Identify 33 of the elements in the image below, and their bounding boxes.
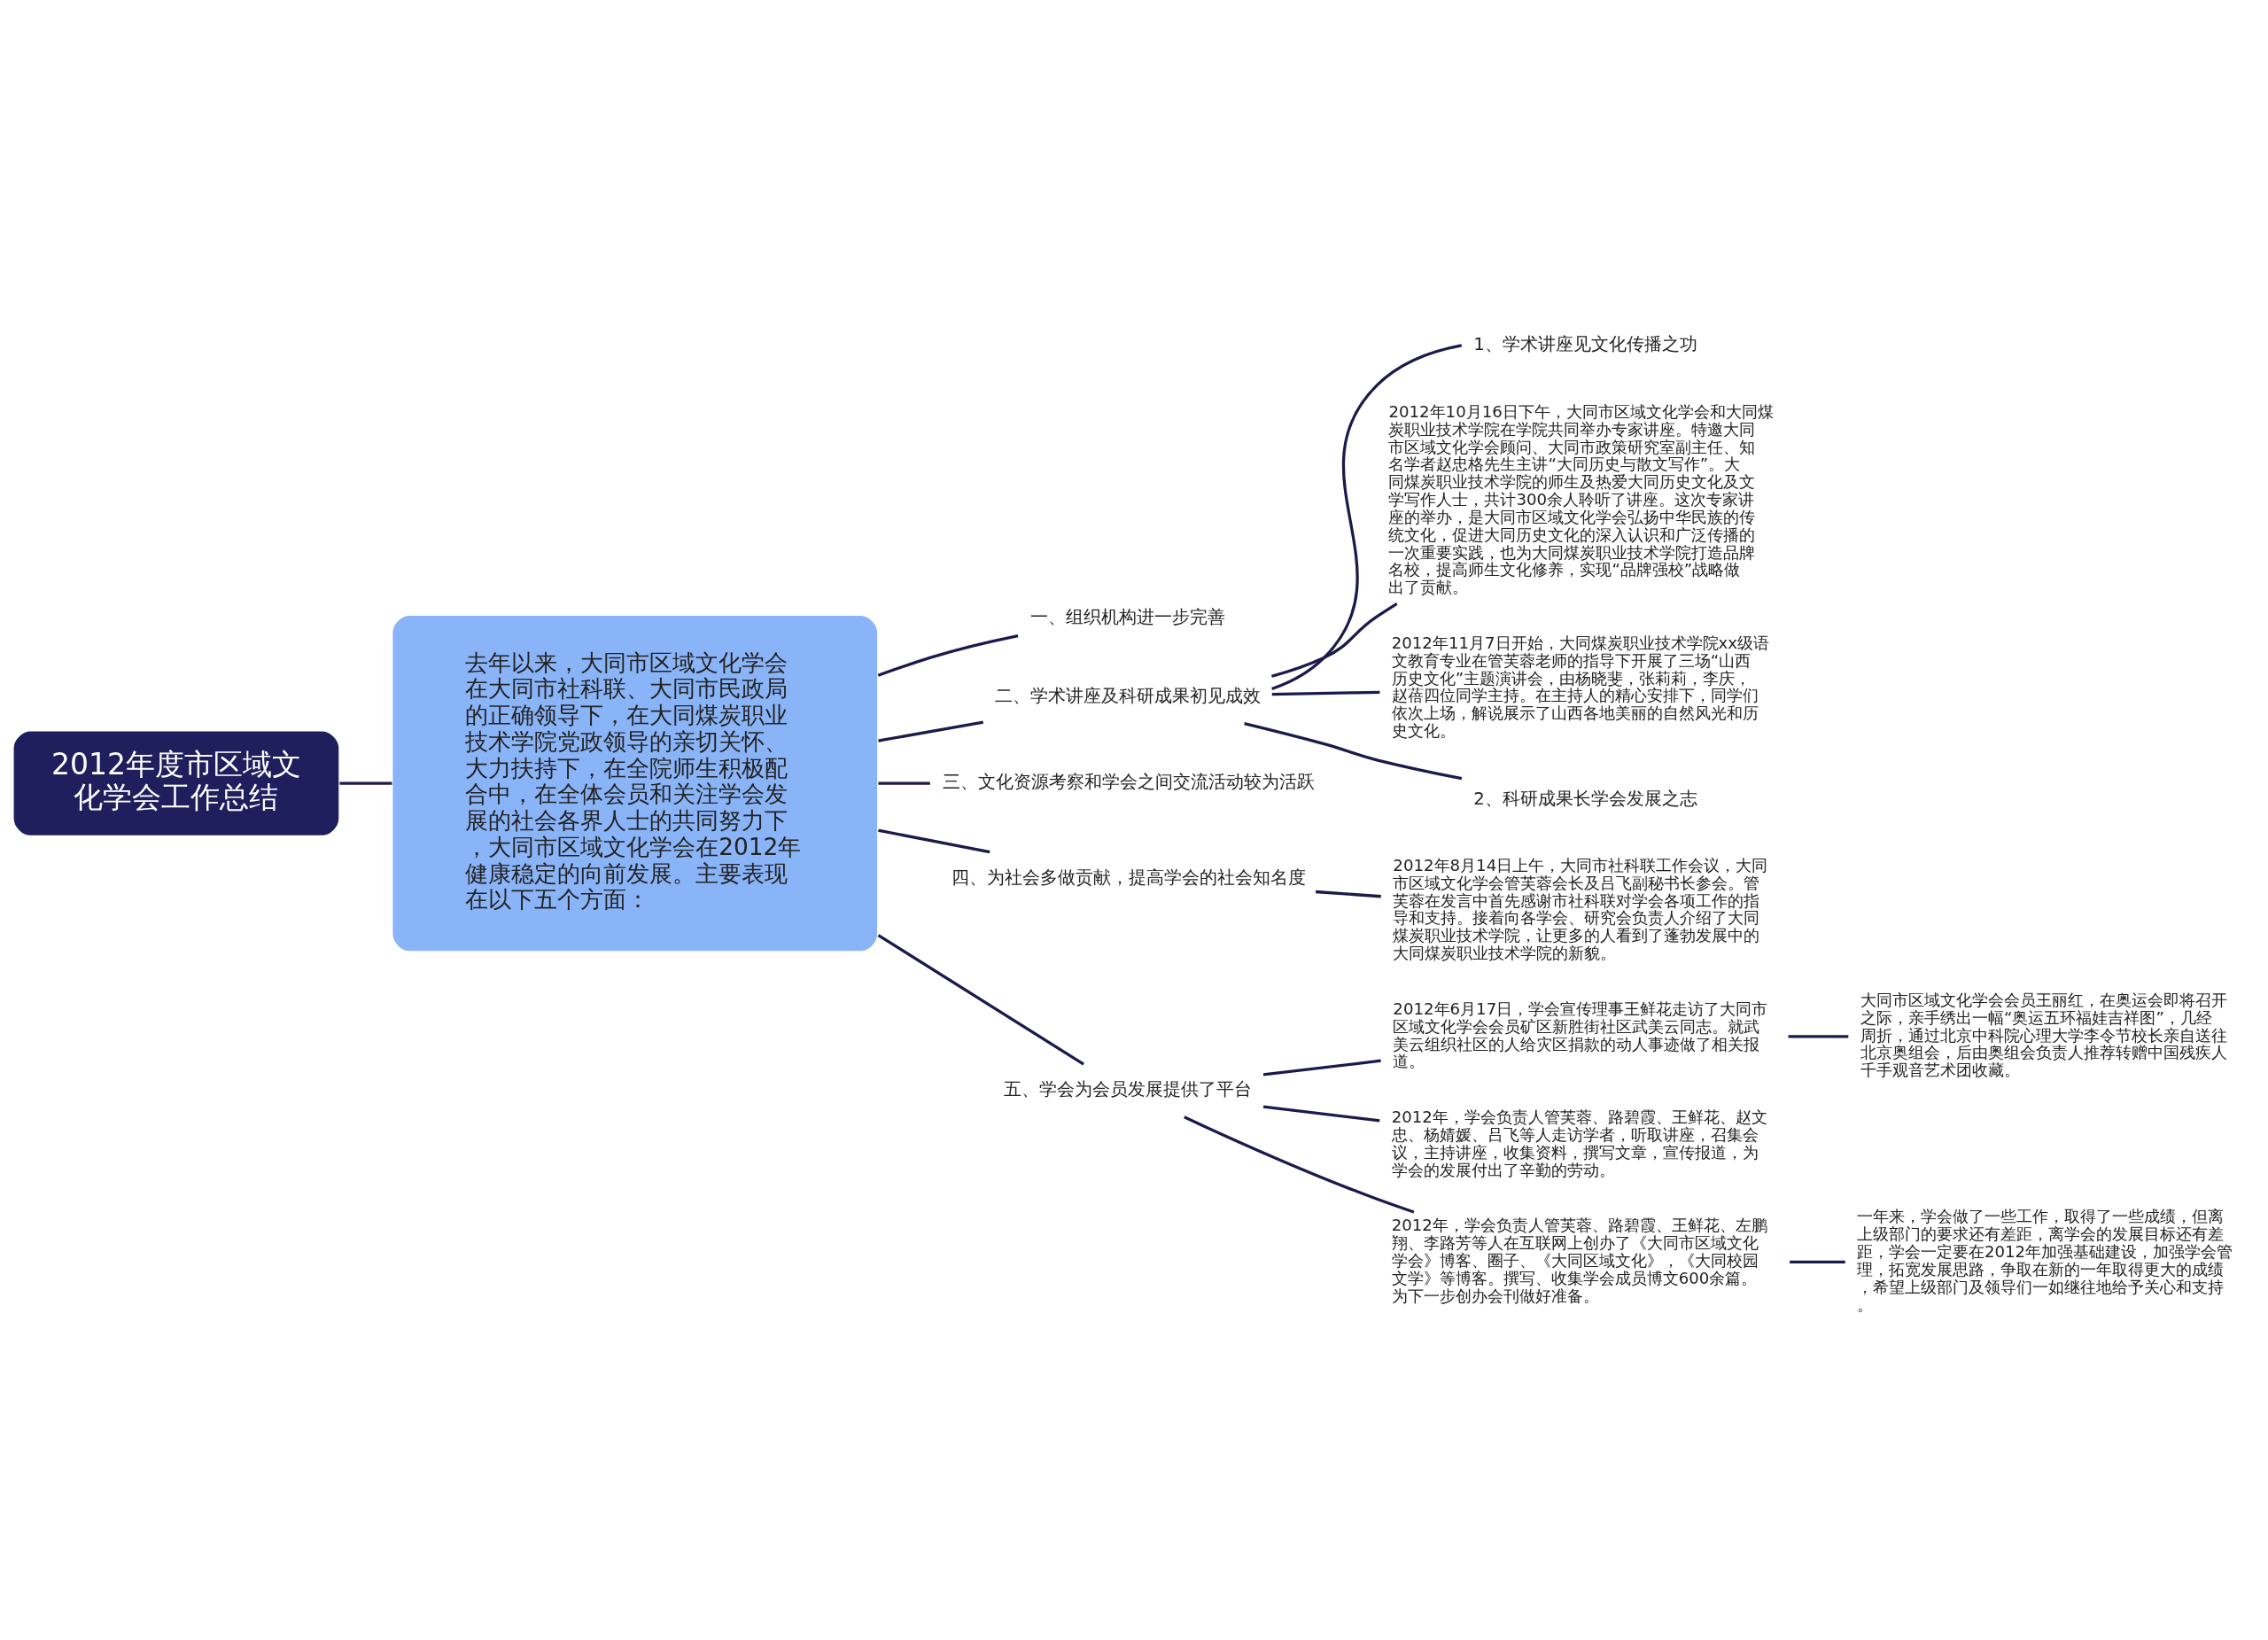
node-text: 2012年，学会负责人管芙蓉、路碧霞、王鲜花、赵文忠、杨婧媛、吕飞等人走访学者，听取讲座，召集会议，主持讲座，收集资料，撰写文章，宣传报道，为学会的发展付出了辛勤的劳动。 xyxy=(1391,1108,1767,1179)
connector xyxy=(877,934,1084,1066)
node-box: 去年以来，大同市区域文化学会在大同市社科联、大同市民政局的正确领导下，在大同煤炭职业技术学院党政领导的亲切关怀、大力扶持下，在全院师生积极配合中，在全体会员和关注学会发展的社会各界人士的共同努力下，大同市区域文化学会在2012年健康稳定的向前发展。主要表现在以下五个方面： xyxy=(391,614,879,952)
connector xyxy=(1790,1260,1845,1263)
node-text: 三、文化资源考察和学会之间交流活动较为活跃 xyxy=(942,772,1315,793)
connector xyxy=(1262,1105,1380,1123)
node-text: 1、学术讲座见文化传播之功 xyxy=(1473,334,1697,355)
connector xyxy=(878,720,984,742)
node-text: 一年来，学会做了一些工作，取得了一些成绩，但离上级部门的要求还有差距，离学会的发展目标还有差距，学会一定要在2012年加强基础建设，加强学会管理，拓宽发展思路，争取在新的一年取得更大的成绩，希望上级部门及领导们一如继往地给予关心和支持。 xyxy=(1856,1207,2233,1314)
connector xyxy=(1315,890,1381,898)
connector xyxy=(878,781,930,785)
connector xyxy=(339,781,392,785)
node-text: 2012年8月14日上午，大同市社科联工作会议，大同市区域文化学会管芙蓉会长及吕飞副秘书长参会。管芙蓉在发言中首先感谢市社科联对学会各项工作的指导和支持。接着向各学会、研究会负责人介绍了大同煤炭职业技术学院，让更多的人看到了蓬勃发展中的大同煤炭职业技术学院的新貌。 xyxy=(1393,855,1768,963)
node-text: 2、科研成果长学会发展之志 xyxy=(1473,788,1697,809)
node-text: 2012年，学会负责人管芙蓉、路碧霞、王鲜花、左鹏翔、李路芳等人在互联网上创办了《大同市区域文化学会》博客、圈子、《大同区域文化》，《大同校园文学》等博客。撰写、收集学会成员博文600余篇。为下一步创办会刊做好准备。 xyxy=(1391,1216,1767,1305)
connector xyxy=(1271,690,1380,696)
node-text: 五、学会为会员发展提供了平台 xyxy=(1004,1079,1252,1100)
connector xyxy=(1184,1115,1415,1214)
connector xyxy=(877,633,1019,677)
node-text: 四、为社会多做贡献，提高学会的社会知名度 xyxy=(951,867,1306,888)
node-text: 一、组织机构进一步完善 xyxy=(1029,606,1225,627)
connector xyxy=(878,828,990,854)
node-text: 2012年11月7日开始，大同煤炭职业技术学院xx级语文教育专业在管芙蓉老师的指导下开展了三场“山西历史文化”主题演讲会，由杨晓斐，张莉莉，李庆，赵蓓四位同学主持。在主持人的精心安排下，同学们依次上场，解说展示了山西各地美丽的自然风光和历史文化。 xyxy=(1391,633,1770,741)
node-box: 2012年度市区域文化学会工作总结 xyxy=(12,729,340,837)
connector xyxy=(1788,1035,1849,1038)
connector xyxy=(1262,1059,1381,1076)
connector xyxy=(1271,344,1463,690)
node-text: 二、学术讲座及科研成果初见成效 xyxy=(995,685,1262,706)
node-text: 大同市区域文化学会会员王丽红，在奥运会即将召开之际，亲手绣出一幅“奥运五环福娃吉祥图”，几经周折，通过北京中科院心理大学李令节校长亲自送往北京奥组会，后由奥组会负责人推荐转赠中国残疾人千手观音艺术团收藏。 xyxy=(1860,990,2228,1080)
connector xyxy=(1270,602,1398,678)
connector xyxy=(1244,722,1463,781)
node-text: 2012年6月17日，学会宣传理事王鲜花走访了大同市区域文化学会会员矿区新胜街社区武美云同志。就武美云组织社区的人给灾区捐款的动人事迹做了相关报道。 xyxy=(1393,999,1768,1071)
node-text: 2012年10月16日下午，大同市区域文化学会和大同煤炭职业技术学院在学院共同举办专家讲座。特邀大同市区域文化学会顾问、大同市政策研究室副主任、知名学者赵忠格先生主讲“大同历史与散文写作”。大同煤炭职业技术学院的师生及热爱大同历史文化及文学写作人士，共计300余人聆听了讲座。这次专家讲座的举办，是大同市区域文化学会弘扬中华民族的传统文化，促进大同历史文化的深入认识和广泛传播的一次重要实践，也为大同煤炭职业技术学院打造品牌名校，提高师生文化修养，实现“品牌强校”战略做出了贡献。 xyxy=(1388,401,1774,597)
